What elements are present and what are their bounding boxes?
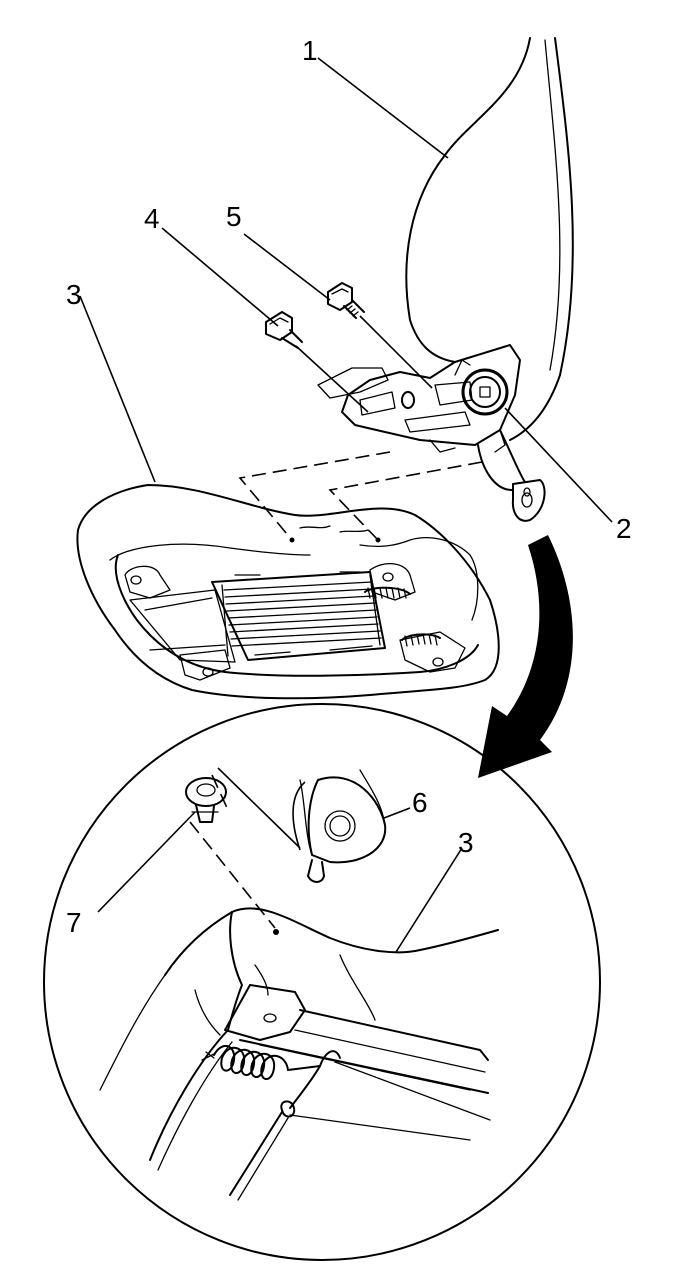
clip-7 (185, 777, 227, 823)
fitting-6 (299, 769, 387, 883)
callout-7: 7 (66, 907, 82, 938)
seat-back (405, 37, 574, 441)
callout-3-detail: 3 (458, 827, 474, 858)
recliner-knob (461, 368, 509, 416)
bolt-5 (327, 282, 365, 319)
spring (201, 1045, 491, 1201)
recliner-mechanism (317, 344, 521, 453)
callout-6: 6 (412, 787, 428, 818)
callout-5: 5 (226, 201, 242, 232)
detail-view-arrow (478, 535, 573, 778)
bolt-4 (265, 311, 303, 349)
callout-1: 1 (302, 35, 318, 66)
callout-4: 4 (144, 203, 160, 234)
detail-view (43, 703, 601, 1261)
wire-connector (477, 429, 546, 522)
callout-3: 3 (66, 279, 82, 310)
callout-2: 2 (616, 513, 632, 544)
cushion-frame-detail (99, 907, 499, 1171)
seat-cushion (76, 484, 500, 700)
